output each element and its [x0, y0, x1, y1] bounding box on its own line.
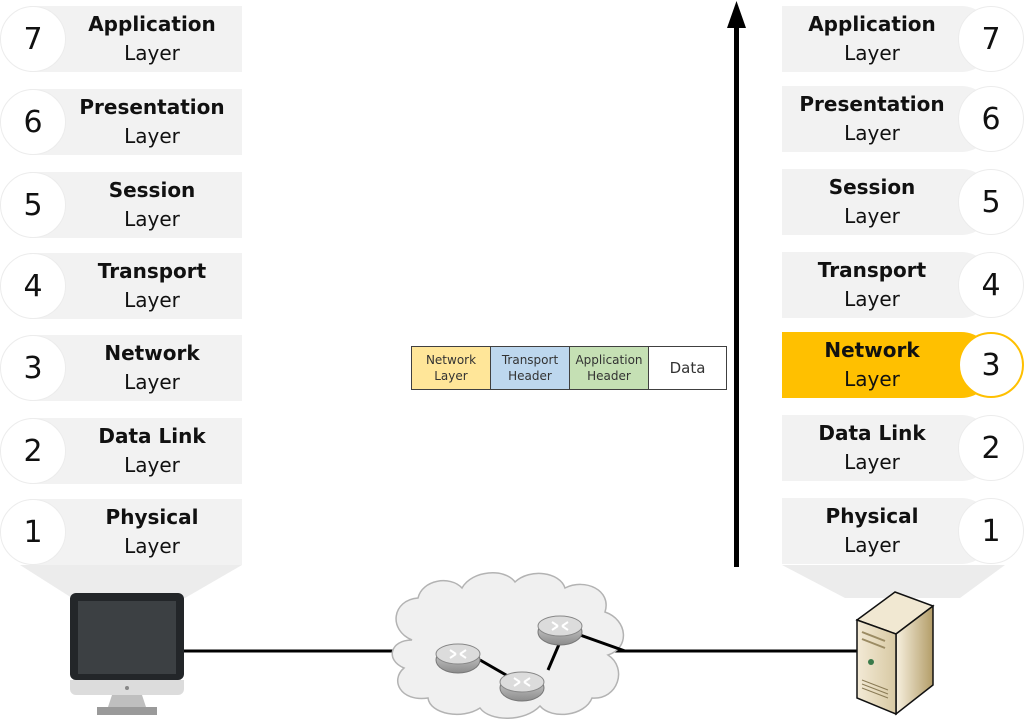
layer-name: Transport	[817, 258, 927, 282]
router-icon	[435, 643, 481, 674]
layer-label: Physical Layer	[62, 499, 242, 565]
right-layer-2: 2 Data Link Layer	[782, 415, 1024, 481]
layer-name: Physical	[825, 504, 919, 528]
desktop-computer-icon	[70, 593, 184, 715]
right-layer-7: 7 Application Layer	[782, 6, 1024, 72]
layer-sub: Layer	[844, 450, 900, 474]
layer-sub: Layer	[844, 533, 900, 557]
layer-label: Presentation Layer	[62, 89, 242, 155]
left-layer-4: 4 Transport Layer	[0, 253, 242, 319]
layer-label: Transport Layer	[62, 253, 242, 319]
router-icon	[499, 671, 545, 702]
layer-label: Network Layer	[782, 332, 962, 398]
layer-sub: Layer	[844, 367, 900, 391]
layer-sub: Layer	[124, 534, 180, 558]
layer-label: Transport Layer	[782, 252, 962, 318]
layer-sub: Layer	[844, 204, 900, 228]
segment-line1: Network	[425, 353, 477, 367]
layer-number: 3	[958, 332, 1024, 398]
layer-label: Application Layer	[62, 6, 242, 72]
layer-number: 3	[0, 335, 66, 401]
layer-sub: Layer	[844, 121, 900, 145]
left-layer-5: 5 Session Layer	[0, 172, 242, 238]
segment-line2: Layer	[434, 369, 468, 383]
layer-number: 2	[958, 415, 1024, 481]
layer-number: 4	[958, 252, 1024, 318]
layer-name: Transport	[97, 259, 207, 283]
layer-number: 7	[958, 6, 1024, 72]
layer-number: 6	[958, 86, 1024, 152]
segment-line1: Application	[575, 353, 643, 367]
layer-sub: Layer	[124, 288, 180, 312]
left-layer-2: 2 Data Link Layer	[0, 418, 242, 484]
layer-number: 4	[0, 253, 66, 319]
layer-label: Session Layer	[62, 172, 242, 238]
layer-sub: Layer	[124, 207, 180, 231]
layer-name: Physical	[105, 505, 199, 529]
left-layer-3: 3 Network Layer	[0, 335, 242, 401]
right-layer-4: 4 Transport Layer	[782, 252, 1024, 318]
layer-name: Session	[108, 178, 196, 202]
layer-name: Application	[88, 12, 216, 36]
layer-label: Data Link Layer	[782, 415, 962, 481]
layer-sub: Layer	[124, 124, 180, 148]
right-layer-1: 1 Physical Layer	[782, 498, 1024, 564]
layer-number: 5	[0, 172, 66, 238]
layer-sub: Layer	[844, 41, 900, 65]
router-link	[546, 641, 562, 671]
layer-label: Data Link Layer	[62, 418, 242, 484]
layer-name: Network	[104, 341, 200, 365]
segment-line1: Data	[669, 359, 706, 377]
right-layer-6: 6 Presentation Layer	[782, 86, 1024, 152]
layer-name: Presentation	[79, 95, 225, 119]
segment-line1: Transport	[501, 353, 559, 367]
upward-arrow	[727, 1, 746, 567]
layer-sub: Layer	[124, 453, 180, 477]
layer-number: 7	[0, 6, 66, 72]
layer-number: 1	[958, 498, 1024, 564]
segment-line2: Header	[508, 369, 552, 383]
left-layer-6: 6 Presentation Layer	[0, 89, 242, 155]
layer-number: 1	[0, 499, 66, 565]
cloud-icon	[391, 572, 625, 719]
left-layer-1: 1 Physical Layer	[0, 499, 242, 565]
layer-label: Network Layer	[62, 335, 242, 401]
layer-number: 2	[0, 418, 66, 484]
right-layer-5: 5 Session Layer	[782, 169, 1024, 235]
right-projection-wedge	[782, 565, 1005, 598]
layer-label: Session Layer	[782, 169, 962, 235]
layer-label: Physical Layer	[782, 498, 962, 564]
layer-name: Presentation	[799, 92, 945, 116]
segment-line2: Header	[587, 369, 631, 383]
right-layer-3-active: 3 Network Layer	[782, 332, 1024, 398]
layer-number: 5	[958, 169, 1024, 235]
layer-name: Data Link	[818, 421, 926, 445]
router-link	[579, 633, 626, 653]
layer-sub: Layer	[844, 287, 900, 311]
layer-number: 6	[0, 89, 66, 155]
left-projection-wedge	[20, 565, 242, 598]
server-icon	[855, 591, 935, 716]
packet-segment-data: Data	[649, 347, 726, 389]
layer-name: Data Link	[98, 424, 206, 448]
layer-sub: Layer	[124, 41, 180, 65]
left-layer-7: 7 Application Layer	[0, 6, 242, 72]
layer-name: Application	[808, 12, 936, 36]
layer-sub: Layer	[124, 370, 180, 394]
layer-name: Session	[828, 175, 916, 199]
layer-name: Network	[824, 338, 920, 362]
layer-label: Presentation Layer	[782, 86, 962, 152]
router-icon	[537, 615, 583, 646]
layer-label: Application Layer	[782, 6, 962, 72]
